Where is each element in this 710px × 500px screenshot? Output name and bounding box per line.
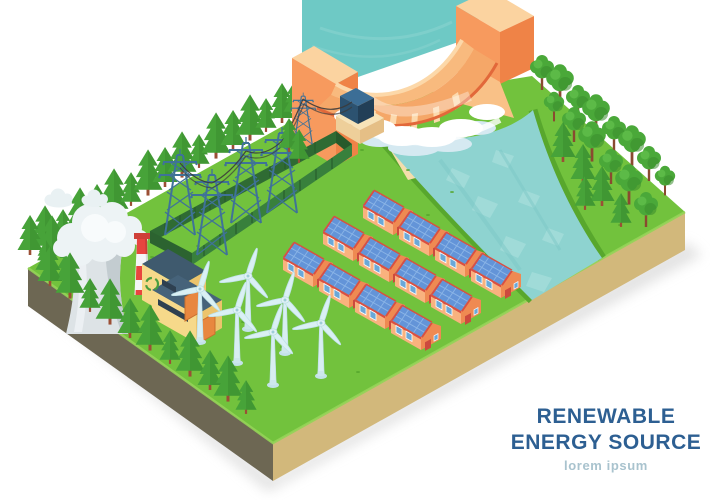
power-plant: [53, 118, 310, 343]
transformer: [336, 88, 384, 144]
cloud: [44, 188, 73, 208]
reservoir: [302, 0, 492, 84]
title-line-1: RENEWABLE: [536, 405, 676, 428]
recycle-icon: [144, 276, 160, 292]
island-side-right: [273, 212, 685, 481]
clouds: [44, 188, 108, 208]
title-line-2: ENERGY SOURCE: [510, 431, 702, 454]
power-wires: [179, 98, 353, 189]
cloud: [81, 189, 108, 207]
subtitle: lorem ipsum: [564, 458, 648, 473]
title-block: RENEWABLE ENERGY SOURCE lorem ipsum: [500, 404, 710, 473]
ground-shadow: [32, 242, 702, 492]
